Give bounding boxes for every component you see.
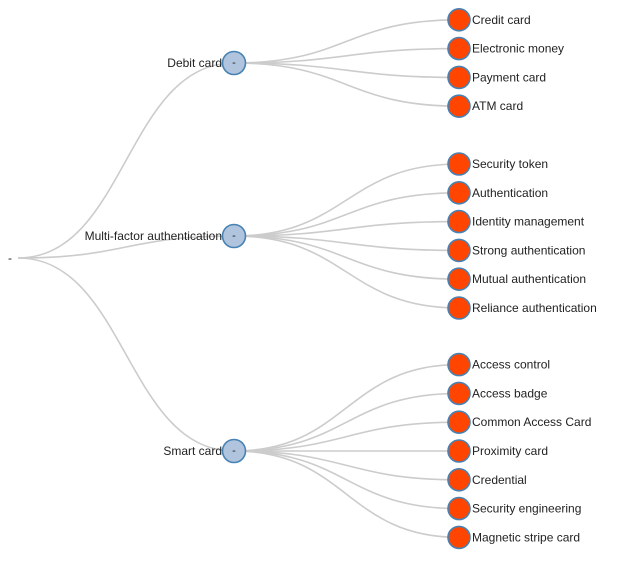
- leaf-node-label: Access control: [472, 358, 550, 372]
- leaf-node-atm-card[interactable]: ATM card: [447, 94, 523, 118]
- link-multi-factor-authentication-authentication: [233, 192, 460, 237]
- leaf-node-authentication[interactable]: Authentication: [447, 181, 548, 205]
- leaf-node-circle[interactable]: [447, 296, 471, 320]
- link-debit-card-atm-card: [233, 62, 460, 107]
- leaf-node-label: Payment card: [472, 70, 546, 84]
- leaf-node-circle[interactable]: [447, 152, 471, 176]
- leaf-node-label: Credit card: [472, 13, 531, 27]
- leaf-node-label: Magnetic stripe card: [472, 530, 580, 544]
- leaf-node-security-token[interactable]: Security token: [447, 152, 548, 176]
- leaf-node-label: Access badge: [472, 386, 548, 400]
- branch-node-circle[interactable]: [221, 223, 247, 249]
- leaf-node-label: ATM card: [472, 99, 523, 113]
- link-debit-card-electronic-money: [233, 47, 460, 64]
- collapse-toggle-icon[interactable]: -: [232, 57, 236, 69]
- leaf-node-identity-management[interactable]: Identity management: [447, 209, 585, 234]
- leaf-node-label: Strong authentication: [472, 243, 585, 257]
- leaf-node-mutual-authentication[interactable]: Mutual authentication: [447, 267, 586, 292]
- leaf-node-label: Reliance authentication: [472, 301, 597, 315]
- branch-node-circle[interactable]: [221, 50, 247, 76]
- link-multi-factor-authentication-strong-authentication: [233, 235, 460, 252]
- leaf-node-label: Identity management: [472, 215, 585, 229]
- leaf-node-label: Electronic money: [472, 42, 564, 56]
- leaf-node-label: Security engineering: [472, 502, 581, 516]
- link-smart-card-access-badge: [233, 392, 460, 452]
- leaf-node-circle[interactable]: [447, 7, 471, 32]
- leaf-node-circle[interactable]: [447, 267, 471, 292]
- link-multi-factor-authentication-mutual-authentication: [233, 235, 460, 280]
- leaf-node-label: Security token: [472, 157, 548, 171]
- branch-node-label: Multi-factor authentication: [85, 229, 222, 243]
- link-root-multi-factor-authentication: [17, 235, 235, 259]
- leaf-node-reliance-authentication[interactable]: Reliance authentication: [447, 296, 597, 320]
- link-multi-factor-authentication-security-token: [233, 163, 460, 237]
- branch-node-smart-card[interactable]: -Smart card: [163, 438, 247, 464]
- leaf-node-magnetic-stripe-card[interactable]: Magnetic stripe card: [447, 525, 580, 550]
- link-multi-factor-authentication-identity-management: [233, 220, 460, 237]
- link-smart-card-magnetic-stripe-card: [233, 450, 460, 539]
- leaf-node-circle[interactable]: [447, 65, 471, 90]
- link-multi-factor-authentication-reliance-authentication: [233, 235, 460, 309]
- link-debit-card-credit-card: [233, 19, 460, 64]
- leaf-node-strong-authentication[interactable]: Strong authentication: [447, 238, 585, 263]
- branch-node-multi-factor-authentication[interactable]: -Multi-factor authentication: [85, 223, 247, 249]
- leaf-node-payment-card[interactable]: Payment card: [447, 65, 546, 90]
- link-root-smart-card: [17, 257, 235, 452]
- link-smart-card-common-access-card: [233, 421, 460, 452]
- collapse-toggle-icon[interactable]: -: [232, 230, 236, 242]
- link-smart-card-security-engineering: [233, 450, 460, 510]
- leaf-node-label: Credential: [472, 473, 527, 487]
- leaf-node-circle[interactable]: [447, 467, 471, 492]
- branch-node-label: Smart card: [163, 444, 222, 458]
- leaf-node-label: Proximity card: [472, 444, 548, 458]
- leaf-node-label: Mutual authentication: [472, 272, 586, 286]
- branch-node-label: Debit card: [167, 56, 222, 70]
- links-layer: [17, 19, 460, 539]
- branch-node-debit-card[interactable]: -Debit card: [167, 50, 247, 76]
- leaf-node-circle[interactable]: [447, 238, 471, 263]
- branch-node-circle[interactable]: [221, 438, 247, 464]
- leaf-node-circle[interactable]: [447, 525, 471, 550]
- root-node-label[interactable]: -: [8, 251, 12, 265]
- leaf-node-credit-card[interactable]: Credit card: [447, 7, 531, 32]
- leaf-node-credential[interactable]: Credential: [447, 467, 527, 492]
- leaf-node-label: Common Access Card: [472, 415, 591, 429]
- leaf-node-security-engineering[interactable]: Security engineering: [447, 496, 581, 521]
- link-root-debit-card: [17, 62, 235, 259]
- link-debit-card-payment-card: [233, 62, 460, 79]
- leaf-node-circle[interactable]: [447, 381, 471, 406]
- leaf-node-circle[interactable]: [447, 36, 471, 61]
- leaf-node-circle[interactable]: [447, 209, 471, 234]
- collapse-toggle-icon[interactable]: -: [232, 445, 236, 457]
- leaf-node-circle[interactable]: [447, 181, 471, 205]
- leaf-node-circle[interactable]: [447, 496, 471, 521]
- leaf-node-access-control[interactable]: Access control: [447, 352, 550, 377]
- leaf-node-circle[interactable]: [447, 94, 471, 118]
- link-smart-card-credential: [233, 450, 460, 481]
- leaf-node-access-badge[interactable]: Access badge: [447, 381, 548, 406]
- leaf-node-common-access-card[interactable]: Common Access Card: [447, 410, 591, 435]
- leaf-node-label: Authentication: [472, 186, 548, 200]
- leaf-node-circle[interactable]: [447, 410, 471, 435]
- leaf-node-circle[interactable]: [447, 352, 471, 377]
- leaf-node-electronic-money[interactable]: Electronic money: [447, 36, 564, 61]
- leaf-node-proximity-card[interactable]: Proximity card: [447, 439, 548, 463]
- link-smart-card-access-control: [233, 363, 460, 452]
- leaf-node-circle[interactable]: [447, 439, 471, 463]
